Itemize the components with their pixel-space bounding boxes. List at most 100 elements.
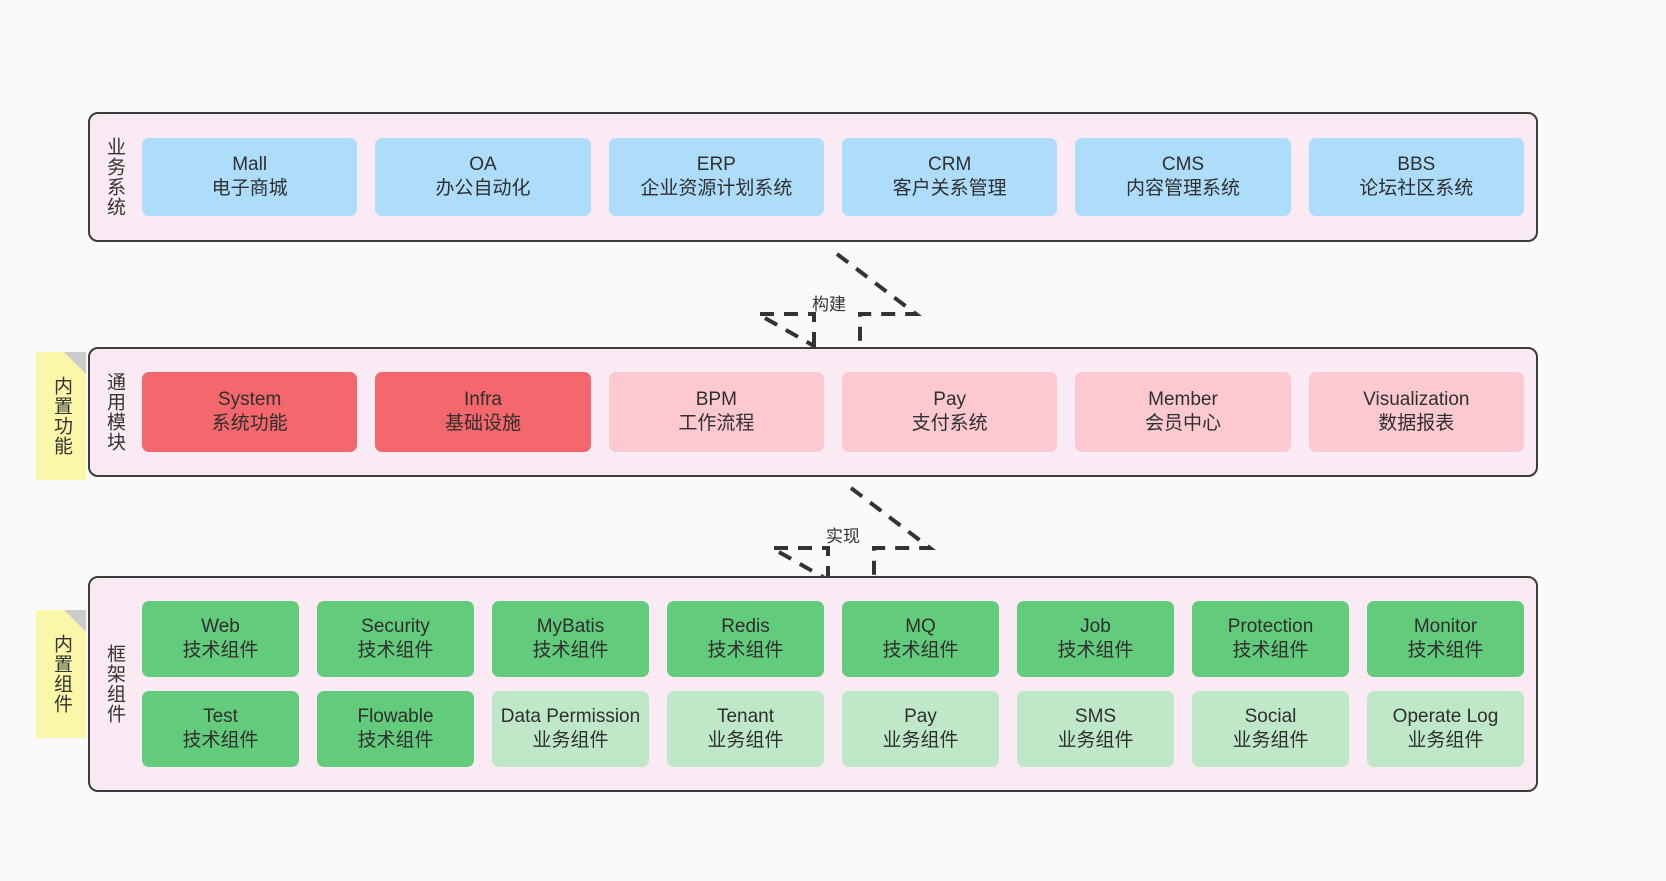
card-cms-cn: 内容管理系统 [1125, 178, 1240, 199]
card-operate-log-en: Operate Log [1392, 705, 1499, 727]
note-fold-corner-icon [64, 352, 86, 374]
card-cms[interactable]: CMS 内容管理系统 [1075, 138, 1291, 216]
card-test[interactable]: Test 技术组件 [142, 691, 299, 767]
card-mq-en: MQ [905, 615, 936, 637]
connector-build-arrow [752, 252, 922, 348]
layer-title-framework-components: 框架组件 [104, 644, 126, 724]
card-erp[interactable]: ERP 企业资源计划系统 [608, 138, 824, 216]
card-mybatis-cn: 技术组件 [532, 640, 609, 661]
card-mq[interactable]: MQ 技术组件 [842, 601, 999, 677]
card-oa-en: OA [469, 153, 497, 175]
layer-common-modules: 通用模块 System 系统功能 Infra 基础设施 BPM 工作流程 Pay… [88, 347, 1538, 477]
card-pay-component-en: Pay [904, 705, 937, 727]
card-redis-cn: 技术组件 [707, 640, 784, 661]
layer-title-business-system: 业务系统 [104, 137, 126, 217]
note-builtin-components: 内置组件 [36, 610, 86, 738]
card-pay-module-cn: 支付系统 [911, 413, 988, 434]
card-bpm[interactable]: BPM 工作流程 [608, 372, 824, 452]
card-pay-component[interactable]: Pay 业务组件 [842, 691, 999, 767]
card-mybatis-en: MyBatis [536, 615, 605, 637]
card-security[interactable]: Security 技术组件 [317, 601, 474, 677]
card-flowable-en: Flowable [357, 705, 434, 727]
card-visualization-en: Visualization [1363, 388, 1470, 410]
card-test-cn: 技术组件 [182, 730, 259, 751]
card-flowable[interactable]: Flowable 技术组件 [317, 691, 474, 767]
card-sms[interactable]: SMS 业务组件 [1017, 691, 1174, 767]
card-bbs[interactable]: BBS 论坛社区系统 [1308, 138, 1524, 216]
card-tenant-en: Tenant [716, 705, 775, 727]
card-bpm-en: BPM [695, 388, 737, 410]
card-social-cn: 业务组件 [1232, 730, 1309, 751]
card-mall[interactable]: Mall 电子商城 [142, 138, 358, 216]
card-operate-log-cn: 业务组件 [1407, 730, 1484, 751]
card-security-cn: 技术组件 [357, 640, 434, 661]
card-monitor-en: Monitor [1413, 615, 1478, 637]
note-builtin-features: 内置功能 [36, 352, 86, 480]
card-infra[interactable]: Infra 基础设施 [375, 372, 591, 452]
card-member[interactable]: Member 会员中心 [1075, 372, 1291, 452]
card-mall-cn: 电子商城 [211, 178, 288, 199]
card-job[interactable]: Job 技术组件 [1017, 601, 1174, 677]
card-system-cn: 系统功能 [211, 413, 288, 434]
card-cms-en: CMS [1161, 153, 1205, 175]
card-job-cn: 技术组件 [1057, 640, 1134, 661]
layer-business-system: 业务系统 Mall 电子商城 OA 办公自动化 ERP 企业资源计划系统 CRM… [88, 112, 1538, 242]
layer-title-common-modules: 通用模块 [104, 372, 126, 452]
card-member-en: Member [1148, 388, 1218, 410]
card-pay-module[interactable]: Pay 支付系统 [841, 372, 1058, 452]
card-crm-en: CRM [928, 153, 972, 175]
note-builtin-features-label: 内置功能 [51, 376, 73, 456]
card-crm[interactable]: CRM 客户关系管理 [841, 138, 1058, 216]
card-monitor[interactable]: Monitor 技术组件 [1367, 601, 1524, 677]
card-member-cn: 会员中心 [1144, 413, 1221, 434]
card-tenant-cn: 业务组件 [707, 730, 784, 751]
module-card-row: System 系统功能 Infra 基础设施 BPM 工作流程 Pay 支付系统… [142, 372, 1524, 452]
card-web[interactable]: Web 技术组件 [142, 601, 299, 677]
card-protection-en: Protection [1227, 615, 1314, 637]
card-flowable-cn: 技术组件 [357, 730, 434, 751]
card-crm-cn: 客户关系管理 [892, 178, 1007, 199]
card-visualization-cn: 数据报表 [1378, 413, 1455, 434]
card-bpm-cn: 工作流程 [678, 413, 755, 434]
card-data-permission-en: Data Permission [500, 705, 641, 727]
layer-framework-components: 框架组件 Web 技术组件 Security 技术组件 MyBatis 技术组件… [88, 576, 1538, 792]
card-mybatis[interactable]: MyBatis 技术组件 [492, 601, 649, 677]
card-mq-cn: 技术组件 [882, 640, 959, 661]
card-pay-module-en: Pay [933, 388, 967, 410]
card-protection[interactable]: Protection 技术组件 [1192, 601, 1349, 677]
card-test-en: Test [203, 705, 238, 727]
card-erp-cn: 企业资源计划系统 [640, 178, 793, 199]
card-system[interactable]: System 系统功能 [142, 372, 358, 452]
card-bbs-en: BBS [1397, 153, 1436, 175]
card-infra-cn: 基础设施 [444, 413, 521, 434]
card-system-en: System [217, 388, 282, 410]
card-redis-en: Redis [721, 615, 770, 637]
layer-body-framework-components: Web 技术组件 Security 技术组件 MyBatis 技术组件 Redi… [138, 578, 1536, 790]
business-card-row: Mall 电子商城 OA 办公自动化 ERP 企业资源计划系统 CRM 客户关系… [142, 138, 1524, 216]
card-protection-cn: 技术组件 [1232, 640, 1309, 661]
card-data-permission-cn: 业务组件 [532, 730, 609, 751]
note-builtin-components-label: 内置组件 [51, 634, 73, 714]
card-redis[interactable]: Redis 技术组件 [667, 601, 824, 677]
card-visualization[interactable]: Visualization 数据报表 [1308, 372, 1524, 452]
card-sms-cn: 业务组件 [1057, 730, 1134, 751]
card-web-cn: 技术组件 [182, 640, 259, 661]
card-sms-en: SMS [1074, 705, 1117, 727]
card-job-en: Job [1080, 615, 1111, 637]
connector-build-label: 构建 [812, 295, 846, 314]
card-mall-en: Mall [232, 153, 268, 175]
card-erp-en: ERP [696, 153, 736, 175]
framework-tech-row: Web 技术组件 Security 技术组件 MyBatis 技术组件 Redi… [142, 601, 1524, 677]
card-tenant[interactable]: Tenant 业务组件 [667, 691, 824, 767]
framework-business-row: Test 技术组件 Flowable 技术组件 Data Permission … [142, 691, 1524, 767]
card-operate-log[interactable]: Operate Log 业务组件 [1367, 691, 1524, 767]
card-web-en: Web [201, 615, 240, 637]
card-oa-cn: 办公自动化 [435, 178, 531, 199]
layer-body-business-system: Mall 电子商城 OA 办公自动化 ERP 企业资源计划系统 CRM 客户关系… [138, 114, 1536, 240]
card-infra-en: Infra [463, 388, 502, 410]
card-data-permission[interactable]: Data Permission 业务组件 [492, 691, 649, 767]
card-oa[interactable]: OA 办公自动化 [375, 138, 591, 216]
connector-implement-arrow [766, 486, 936, 582]
card-social[interactable]: Social 业务组件 [1192, 691, 1349, 767]
